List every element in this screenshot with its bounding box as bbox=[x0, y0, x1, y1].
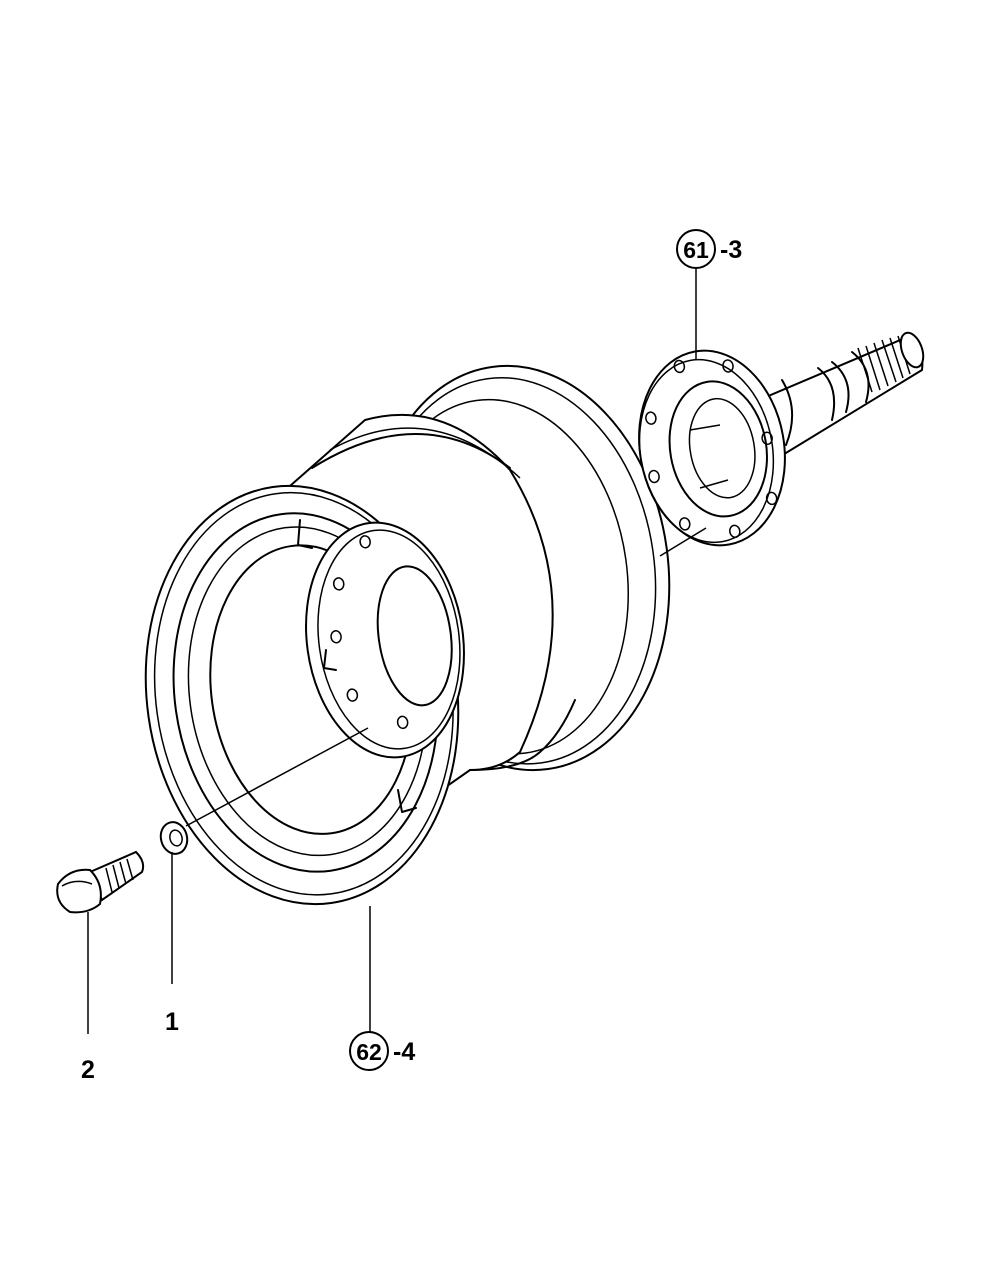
callout-2: 2 bbox=[81, 1056, 95, 1084]
callout-62-suffix: -4 bbox=[393, 1038, 415, 1066]
axle-hub bbox=[638, 331, 925, 547]
callout-61: 61 -3 bbox=[676, 229, 742, 269]
hub-flange bbox=[638, 349, 786, 547]
lock-washer bbox=[159, 821, 189, 855]
callout-61-suffix: -3 bbox=[720, 236, 742, 264]
callout-62-number: 62 bbox=[356, 1039, 382, 1065]
callout-61-number: 61 bbox=[683, 237, 709, 263]
callout-1: 1 bbox=[165, 1008, 179, 1036]
hex-bolt bbox=[56, 850, 145, 914]
wheel-rim bbox=[144, 364, 671, 906]
rim-center-disc bbox=[305, 521, 465, 759]
callout-62: 62 -4 bbox=[349, 1031, 415, 1071]
leader-lines bbox=[87, 268, 707, 1034]
